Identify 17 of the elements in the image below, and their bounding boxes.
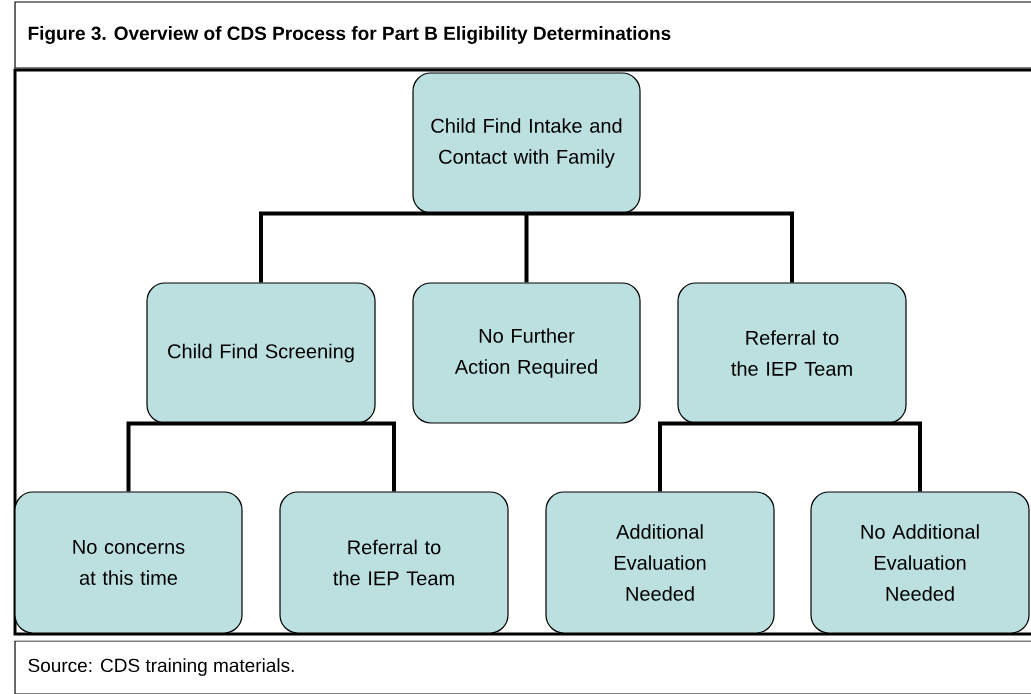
process-box: Child Find Intake and Contact with Family — [412, 72, 641, 214]
process-box: Referral to the IEP Team — [279, 491, 509, 634]
process-box: Additional Evaluation Needed — [545, 491, 775, 634]
process-box: Referral to the IEP Team — [677, 282, 907, 424]
connector — [524, 213, 529, 283]
process-box: Child Find Screening — [146, 282, 376, 424]
connector — [526, 211, 794, 283]
process-box: No concerns at this time — [14, 491, 243, 634]
connector — [658, 421, 792, 492]
connector — [792, 421, 922, 492]
title-bar: Figure 3. Overview of CDS Process for Part B Eligibility Determinations — [14, 1, 1031, 69]
caption-bar: Source: CDS training materials. — [14, 640, 1031, 694]
connector — [126, 421, 261, 492]
connector — [259, 211, 527, 283]
process-box: No Further Action Required — [412, 282, 641, 424]
connector — [261, 421, 396, 492]
process-box: No Additional Evaluation Needed — [810, 491, 1030, 634]
